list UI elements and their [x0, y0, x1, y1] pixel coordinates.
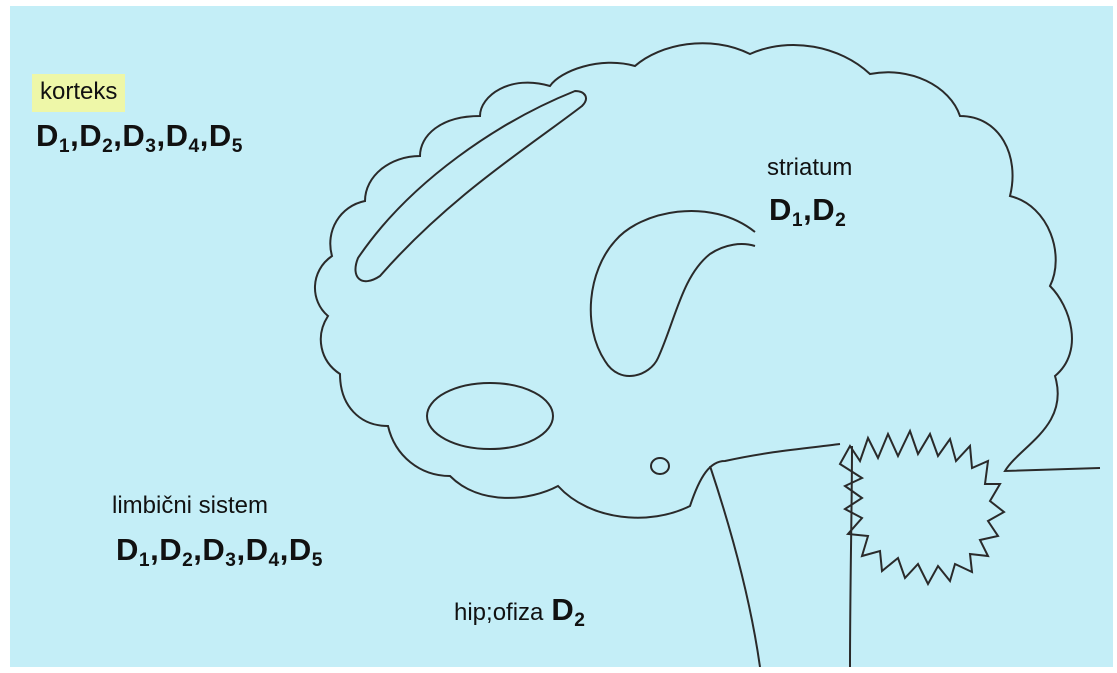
- striatum-receptors: D1,D2: [769, 192, 852, 228]
- diagram-canvas: korteks D1,D2,D3,D4,D5 striatum D1,D2 li…: [10, 6, 1113, 667]
- spinal-line-left: [710, 466, 760, 667]
- receptor-d2: D2: [812, 192, 846, 227]
- korteks-group: korteks D1,D2,D3,D4,D5: [32, 74, 243, 154]
- lateral-ventricle: [591, 211, 755, 376]
- receptor-d1: D1: [769, 192, 803, 227]
- limbicni-label: limbični sistem: [112, 492, 323, 520]
- receptor-d3: D3: [122, 118, 156, 153]
- hipofiza-group: hip;ofiza D2: [454, 592, 585, 628]
- corpus-callosum-upper: [355, 91, 585, 281]
- receptor-d2: D2: [159, 532, 193, 567]
- korteks-receptors: D1,D2,D3,D4,D5: [36, 118, 243, 154]
- limbicni-receptors: D1,D2,D3,D4,D5: [116, 532, 323, 568]
- receptor-d3: D3: [202, 532, 236, 567]
- hipofiza-label: hip;ofiza: [454, 599, 543, 627]
- receptor-d4: D4: [166, 118, 200, 153]
- receptor-d1: D1: [116, 532, 150, 567]
- receptor-d2: D2: [79, 118, 113, 153]
- limbicni-group: limbični sistem D1,D2,D3,D4,D5: [112, 492, 323, 568]
- receptor-d1: D1: [36, 118, 70, 153]
- receptor-d5: D5: [209, 118, 243, 153]
- receptor-d4: D4: [246, 532, 280, 567]
- korteks-label: korteks: [32, 74, 125, 112]
- striatum-label: striatum: [767, 154, 852, 182]
- brain-outline: [315, 43, 1100, 517]
- receptor-d2: D2: [551, 592, 585, 627]
- spinal-line-right: [850, 446, 852, 667]
- hipofiza-receptors: D2: [551, 592, 585, 628]
- receptor-d5: D5: [289, 532, 323, 567]
- cerebellum: [840, 431, 1004, 584]
- small-nucleus: [651, 458, 669, 474]
- striatum-group: striatum D1,D2: [767, 154, 852, 228]
- thalamus: [427, 383, 553, 449]
